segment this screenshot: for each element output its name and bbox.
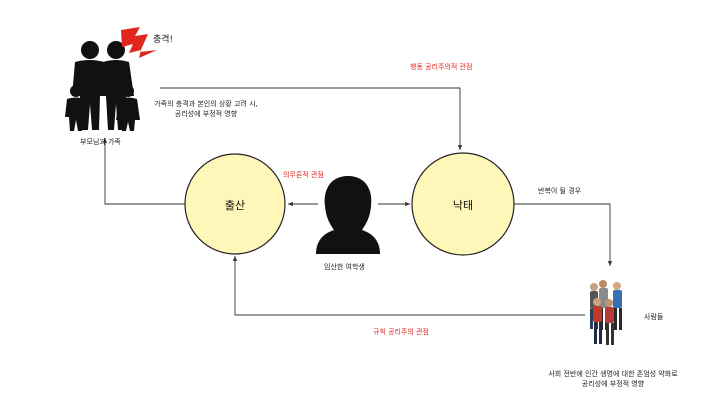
family-effect-line1: 가족의 충격과 본인의 상황 고려 시, [140, 99, 272, 109]
birth-node-label: 출산 [205, 197, 265, 213]
shock-label: 충격! [153, 35, 173, 45]
family-label: 부모님과 가족 [80, 137, 121, 147]
society-effect-line2: 공리성에 부정적 영향 [528, 379, 698, 389]
act-utilitarian-view-label: 행동 공리주의적 관점 [410, 62, 472, 72]
lightning-icon [121, 27, 157, 58]
society-effect-note: 사회 전반에 인간 생명에 대한 존엄성 약화로 공리성에 부정적 영향 [528, 369, 698, 389]
society-effect-line1: 사회 전반에 인간 생명에 대한 존엄성 약화로 [528, 369, 698, 379]
rule-utilitarian-view-label: 규칙 공리주의 관점 [373, 327, 429, 337]
edge-abortion-to-people [514, 204, 610, 266]
deontological-view-label: 의무론적 관점 [283, 170, 324, 180]
edge-birth-to-family [105, 138, 186, 204]
family-effect-line2: 공리성에 부정적 영향 [140, 109, 272, 119]
student-label: 임산한 여학생 [324, 262, 365, 272]
family-effect-note: 가족의 충격과 본인의 상황 고려 시, 공리성에 부정적 영향 [140, 99, 272, 119]
edge-people-to-birth [235, 256, 585, 315]
student-icon [316, 176, 380, 254]
people-icon [590, 280, 622, 345]
people-label: 사람들 [644, 312, 663, 322]
family-icon [65, 41, 140, 131]
repeat-case-label: 반복이 될 경우 [538, 186, 581, 196]
abortion-node-label: 낙태 [433, 197, 493, 213]
edge-family-to-abortion [160, 88, 460, 150]
